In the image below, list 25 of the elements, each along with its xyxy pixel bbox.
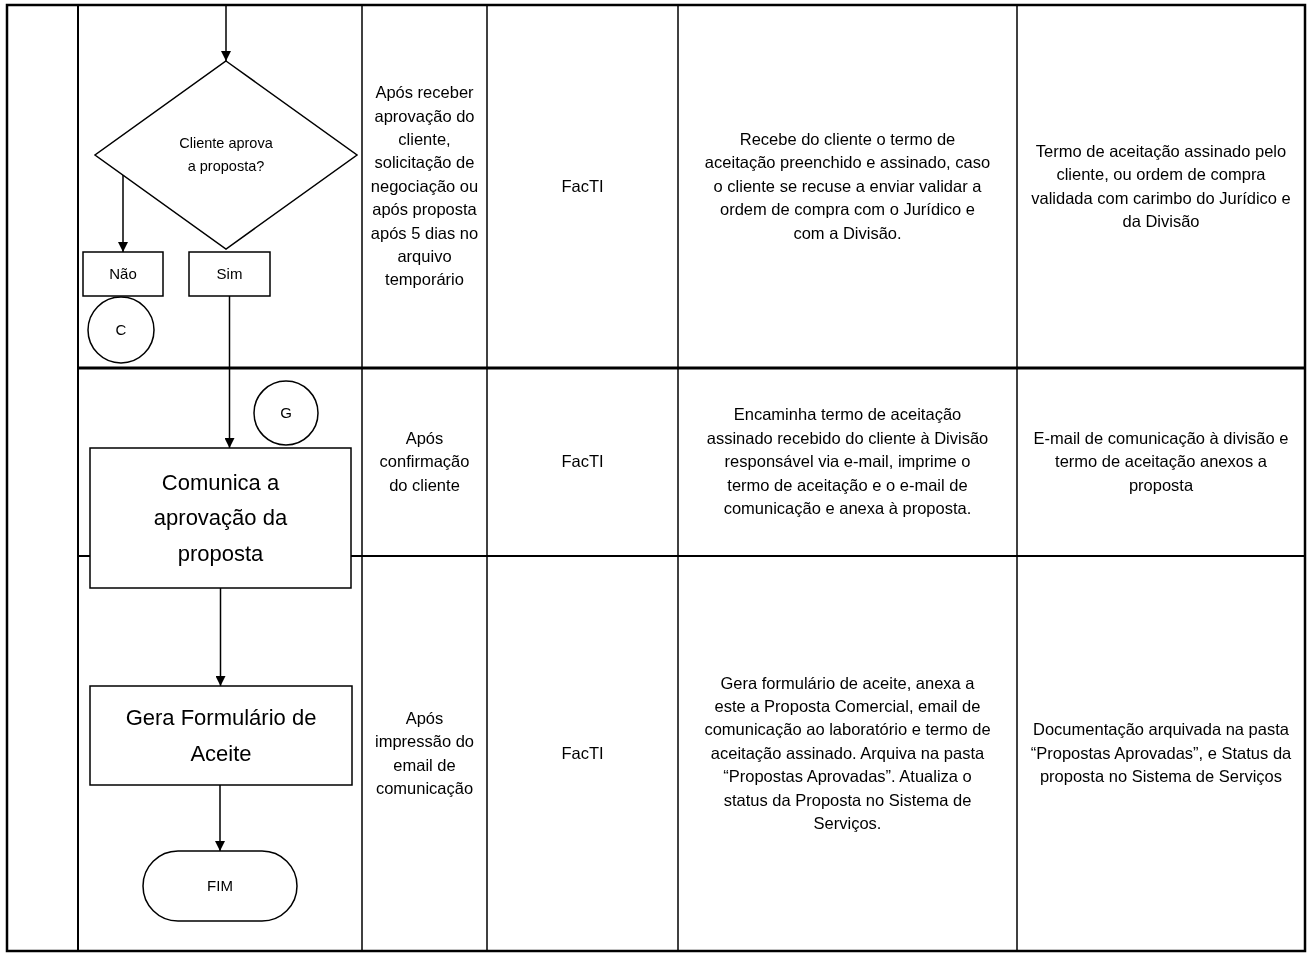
table-cell-text: Gera formulário de aceite, anexa a este a Proposta Comercial, email de comunicação ao laboratório e termo de aceitação assinado. Arquiva na pasta “Propostas Aprovadas”. Atualiza o status da Proposta no Sistema de Serviços. — [704, 672, 991, 835]
table-cell-text: Termo de aceitação assinado pelo cliente, ou ordem de compra validada com carimbo do Jurídico e da Divisão — [1030, 140, 1292, 232]
arrow — [221, 4, 231, 62]
terminal-shape: FIM — [143, 851, 297, 921]
answer-box: Não — [83, 252, 163, 296]
process-box: Comunica a aprovação da proposta — [90, 448, 351, 588]
table-cell-text: Após confirmação do cliente — [378, 427, 471, 496]
process-box: Gera Formulário de Aceite — [90, 686, 352, 785]
table-cell-text: Documentação arquivada na pasta “Propostas Aprovadas”, e Status da proposta no Sistema de Serviços — [1029, 719, 1293, 788]
answer-box: Sim — [189, 252, 270, 296]
arrow — [215, 587, 226, 687]
connector-circle: G — [254, 381, 318, 445]
table-cell-text: Encaminha termo de aceitação assinado recebido do cliente à Divisão responsável via e-mail, imprime o termo de aceitação e o e-mail de comunicação e anexa à proposta. — [705, 404, 990, 520]
table-cell-text: Recebe do cliente o termo de aceitação preenchido e assinado, caso o cliente se recuse a enviar validar a ordem de compra com o Jurídico e com a Divisão. — [704, 128, 991, 244]
table-cell-text: FacTI — [561, 175, 604, 197]
table-cell-text: Após receber aprovação do cliente, solicitação de negociação ou após proposta após 5 dias no arquivo temporário — [370, 82, 479, 291]
arrow — [215, 784, 225, 852]
arrow — [118, 174, 128, 253]
arrow — [224, 295, 235, 449]
connector-circle: C — [88, 297, 154, 363]
decision-diamond: Cliente aprova a proposta? — [95, 61, 357, 249]
table-cell-text: Após impressão do email de comunicação — [373, 707, 476, 799]
table-cell-text: E-mail de comunicação à divisão e termo de aceitação anexos a proposta — [1032, 427, 1290, 496]
table-cell-text: FacTI — [561, 451, 604, 473]
table-cell-text: FacTI — [561, 742, 604, 764]
